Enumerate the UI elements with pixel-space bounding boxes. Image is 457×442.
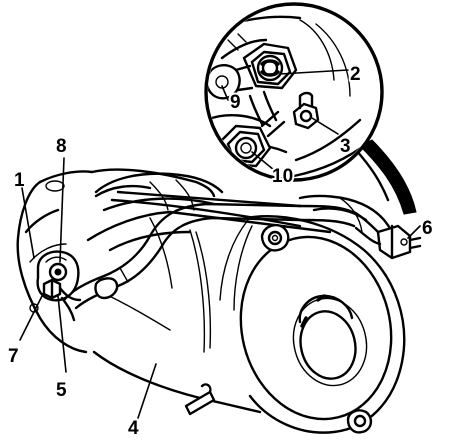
callout-3: 3 <box>340 136 351 157</box>
callout-2: 2 <box>350 64 361 85</box>
solenoid <box>94 172 398 246</box>
callout-9: 9 <box>230 92 241 113</box>
callout-8: 8 <box>56 136 67 157</box>
cable <box>62 202 356 310</box>
callout-10: 10 <box>272 166 293 187</box>
callout-1: 1 <box>14 170 25 191</box>
left-terminals <box>36 250 82 322</box>
callout-labels: 1 8 7 5 4 6 2 3 9 10 <box>8 62 433 439</box>
magnified-inset <box>204 2 417 215</box>
terminal-6-stud <box>352 210 422 260</box>
callout-6: 6 <box>422 218 433 239</box>
starter-motor <box>16 168 406 434</box>
callout-4: 4 <box>128 418 139 439</box>
leader-lines <box>19 69 421 419</box>
callout-7: 7 <box>8 346 19 367</box>
callout-5: 5 <box>56 380 67 401</box>
